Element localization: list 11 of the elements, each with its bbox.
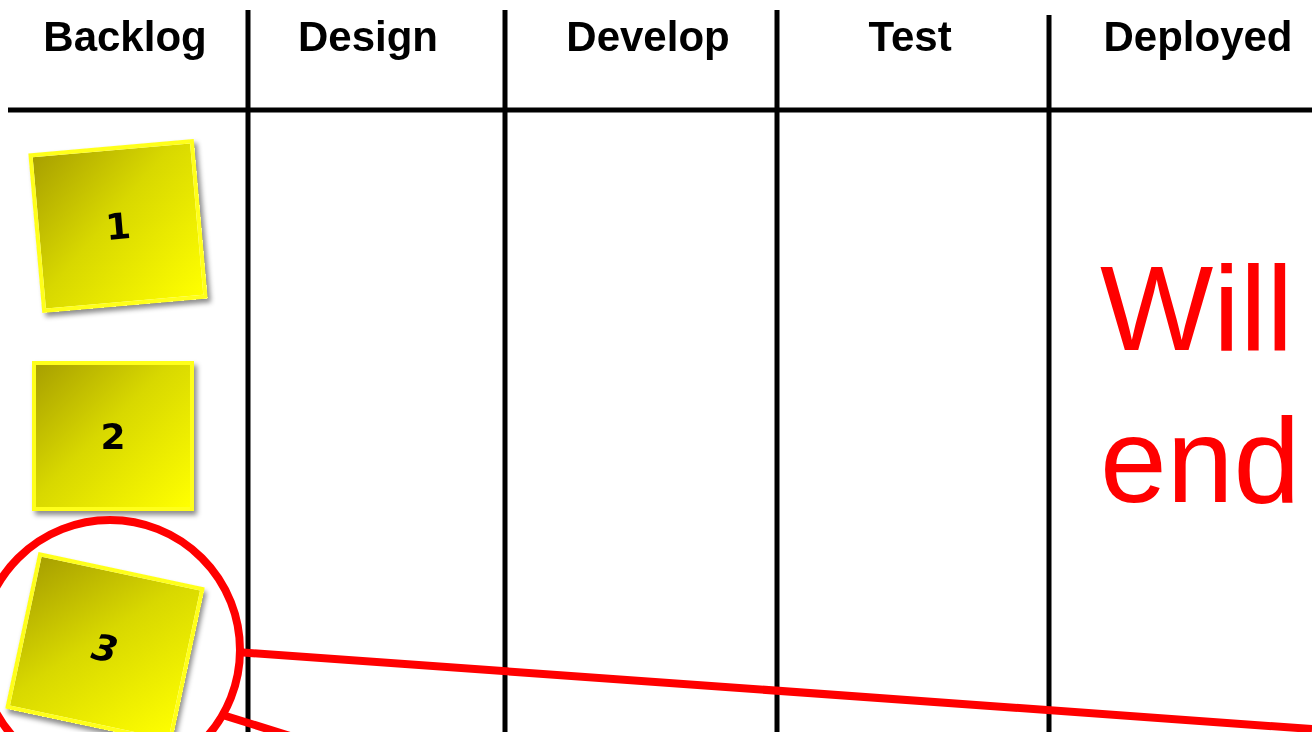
note-text: Will end bbox=[1100, 240, 1302, 529]
column-header: Backlog bbox=[43, 12, 207, 62]
card-number: 2 bbox=[100, 415, 126, 457]
column-header: Test bbox=[868, 12, 952, 62]
column-header: Design bbox=[298, 12, 438, 62]
column-header: Deployed bbox=[1103, 12, 1293, 62]
sticky-note bbox=[32, 361, 194, 511]
callout-line bbox=[221, 711, 292, 732]
card-number: 1 bbox=[103, 204, 133, 248]
column-header: Develop bbox=[566, 12, 730, 62]
card-number: 3 bbox=[88, 625, 122, 671]
